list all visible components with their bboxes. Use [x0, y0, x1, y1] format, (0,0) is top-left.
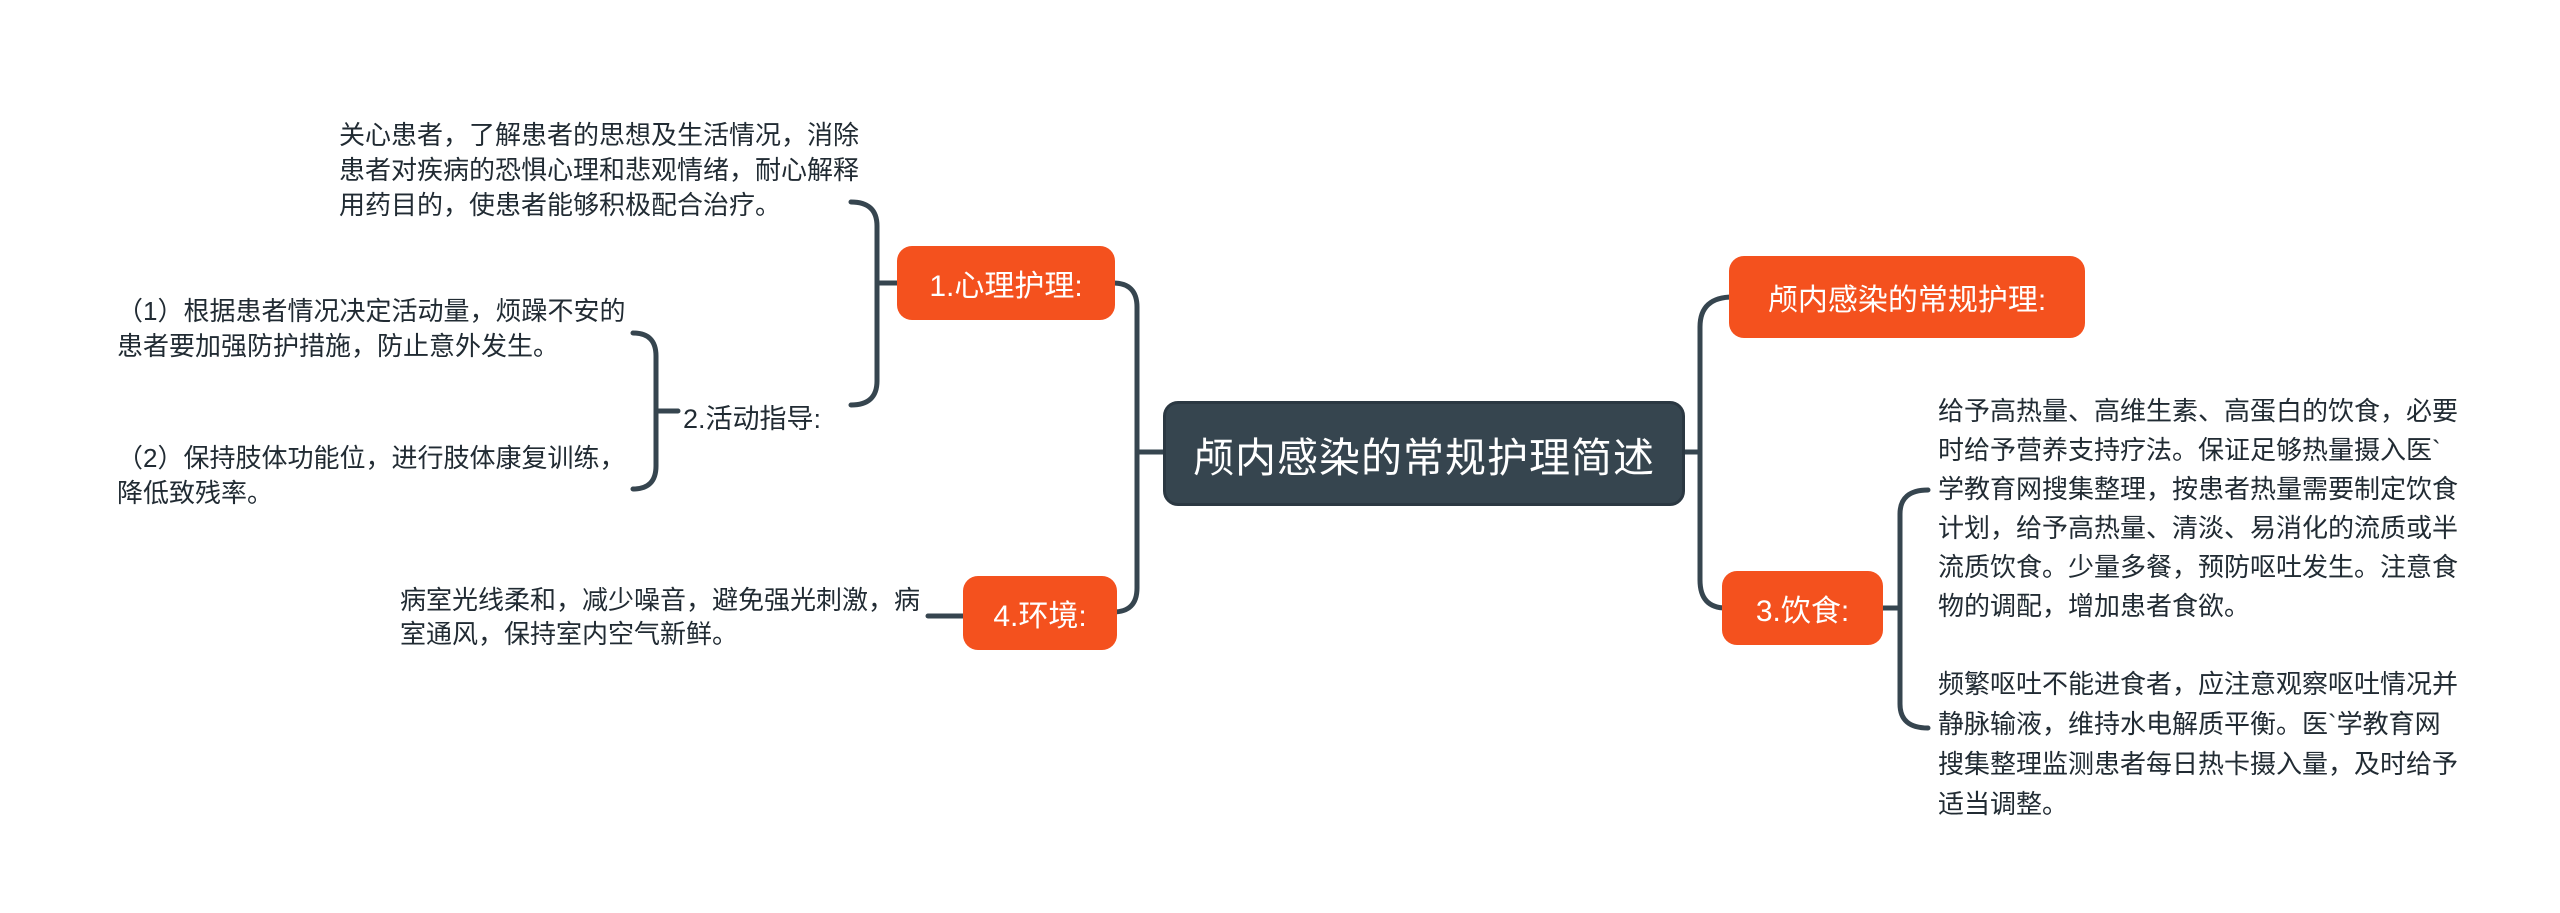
connector-left-trunk [1110, 280, 1140, 615]
connector-topic3-brace [1880, 487, 1931, 731]
environment-note: 病室光线柔和，减少噪音，避免强光刺激，病 室通风，保持室内空气新鲜。 [400, 585, 921, 649]
activity-guidance-note-1: （1）根据患者情况决定活动量，烦躁不安的 患者要加强防护措施，防止意外发生。 [117, 296, 626, 361]
topic-psychological-care-node[interactable]: 1.心理护理: [897, 246, 1115, 320]
activity-guidance-note-2: （2）保持肢体功能位，进行肢体康复训练， 降低致残率。 [117, 443, 626, 508]
central-topic-node[interactable]: 颅内感染的常规护理简述 [1163, 401, 1685, 506]
topic-environment-node[interactable]: 4.环境: [963, 576, 1117, 650]
connector-topic1-brace [848, 199, 902, 408]
psychological-care-note: 关心患者，了解患者的思想及生活情况，消除 患者对疾病的恐惧心理和悲观情绪，耐心解… [339, 120, 860, 220]
connector-right-trunk [1697, 294, 1736, 611]
diet-note-2: 频繁呕吐不能进食者，应注意观察呕吐情况并 静脉输液，维持水电解质平衡。医`学教育… [1938, 669, 2459, 819]
diet-note-1: 给予高热量、高维生素、高蛋白的饮食，必要 时给予营养支持疗法。保证足够热量摄入医… [1938, 396, 2459, 621]
connector-topic2-brace [630, 330, 681, 492]
topic-activity-guidance-label[interactable]: 2.活动指导: [683, 404, 822, 434]
routine-care-header-node[interactable]: 颅内感染的常规护理: [1729, 256, 2085, 338]
topic-diet-node[interactable]: 3.饮食: [1722, 571, 1883, 645]
